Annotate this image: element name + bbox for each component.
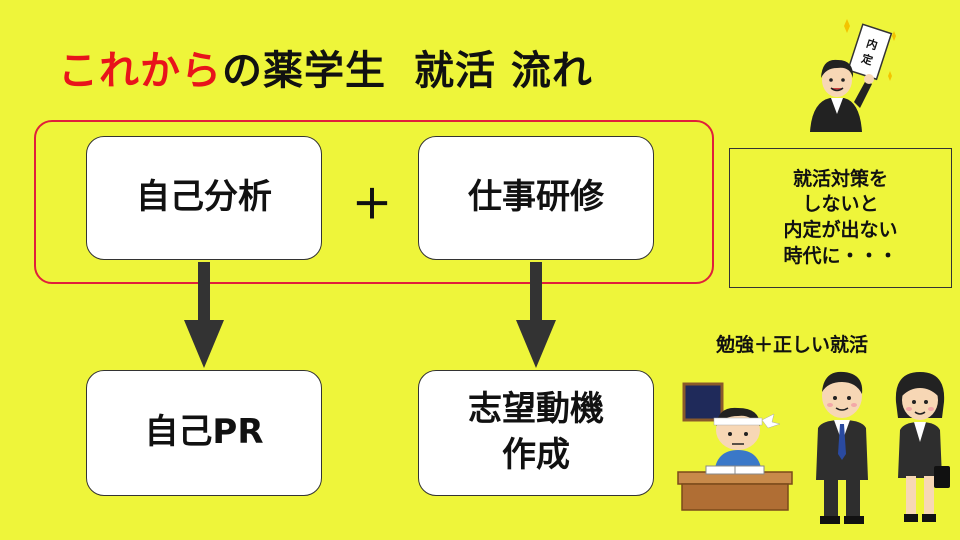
input-group-frame xyxy=(34,120,714,284)
page-title: これからの薬学生就活 流れ xyxy=(58,38,593,96)
job-training-box: 仕事研修 xyxy=(418,136,654,260)
woman-with-offer-sign-icon: 内 定 xyxy=(810,19,896,132)
arrow-down-left xyxy=(184,262,224,368)
self-analysis-box: 自己分析 xyxy=(86,136,322,260)
businessman-icon xyxy=(816,371,868,524)
warning-note-box: 就活対策を しないと 内定が出ない 時代に・・・ xyxy=(729,148,952,288)
motivation-line-1: 志望動機 xyxy=(468,389,604,430)
study-caption: 勉強＋正しい就活 xyxy=(716,334,869,356)
businesswoman-icon xyxy=(895,372,950,522)
self-analysis-label: 自己分析 xyxy=(136,177,272,218)
job-training-label: 仕事研修 xyxy=(468,177,604,218)
offer-sign-char-2: 定 xyxy=(860,51,875,68)
motivation-box: 志望動機 作成 xyxy=(418,370,654,496)
title-topic: 就活 流れ xyxy=(414,48,593,94)
motivation-line-2: 作成 xyxy=(502,435,570,475)
note-line-2: しないと xyxy=(802,193,879,216)
self-pr-box: 自己PR xyxy=(86,370,322,496)
plus-operator: ＋ xyxy=(352,182,392,228)
title-highlight: これから xyxy=(58,48,222,94)
note-line-1: 就活対策を xyxy=(792,167,888,190)
studying-student-icon xyxy=(677,382,793,511)
note-line-4: 時代に・・・ xyxy=(783,244,898,267)
offer-sign-char-1: 内 xyxy=(865,36,880,53)
title-rest: の薬学生 xyxy=(222,48,386,94)
self-pr-label: 自己PR xyxy=(144,412,264,453)
note-line-3: 内定が出ない xyxy=(783,219,898,241)
arrow-down-right xyxy=(516,262,556,368)
